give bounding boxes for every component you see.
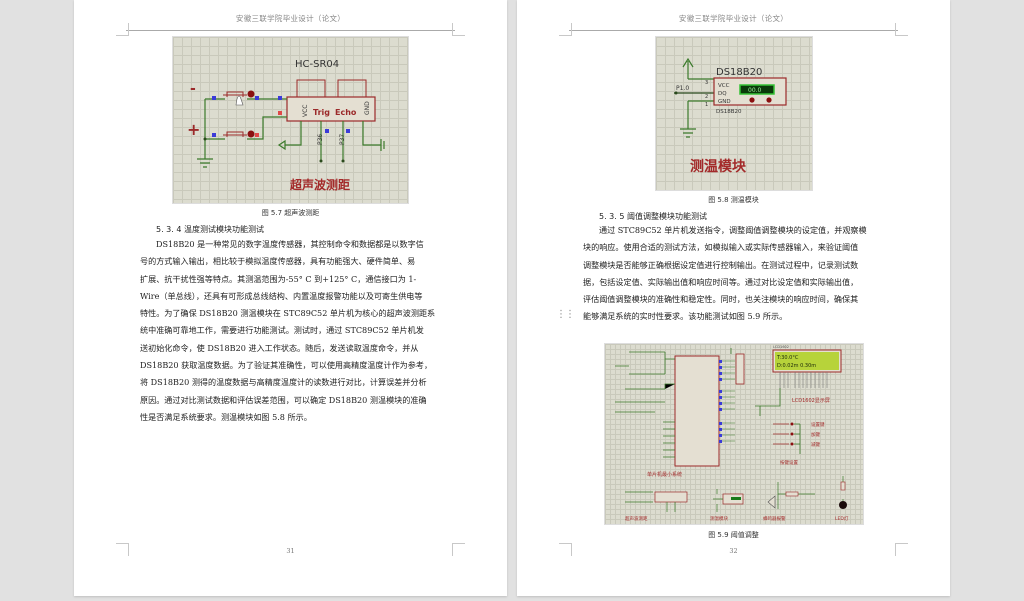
section-heading: 5. 3. 5 阈值调整模块功能测试 [599,212,707,221]
svg-text:DS18B20: DS18B20 [716,109,742,115]
drag-handle-icon[interactable]: ⋮⋮ [556,309,575,320]
svg-text:P1.0: P1.0 [676,85,689,92]
svg-text:Echo: Echo [335,108,357,117]
svg-text:加键: 加键 [811,431,820,438]
document-page-32: 安徽三联学院毕业设计（论文） P1.0 3 2 1 DS18B20 VCC DQ… [517,0,950,596]
svg-text:按键设置: 按键设置 [780,459,798,466]
svg-text:减键: 减键 [811,441,820,448]
margin-corner-mark [559,23,572,36]
margin-corner-mark [895,23,908,36]
document-page-31: 安徽三联学院毕业设计（论文） HC-SR04 VCC Trig Echo GND… [74,0,507,596]
svg-text:VCC: VCC [718,83,730,89]
svg-text:设置键: 设置键 [811,421,825,428]
figure-caption: 图 5.9 阈值调整 [708,531,759,539]
page-number: 32 [729,547,738,555]
margin-corner-mark [559,543,572,556]
page-header: 安徽三联学院毕业设计（论文） [678,14,789,23]
svg-text:VCC: VCC [302,105,309,117]
svg-text:GND: GND [718,99,731,105]
module-title: DS18B20 [716,67,762,78]
body-paragraph: DS18B20 是一种常见的数字温度传感器，其控制命令和数据都是以数字信 号的方… [140,239,436,422]
hand-cursor-icon [235,95,244,106]
margin-corner-mark [116,543,129,556]
margin-corner-mark [895,543,908,556]
header-divider [569,30,898,31]
svg-text:超声波测距: 超声波测距 [625,515,648,522]
svg-text:DQ: DQ [718,91,727,97]
figure-overlay-label: 超声波测距 [289,177,350,192]
lcd-line-2: D:0.02m 0.30m [777,363,816,369]
margin-corner-mark [116,23,129,36]
lcd-line-1: T:30.0°C [776,355,799,361]
temperature-display: 00.0 [748,87,762,94]
svg-text:3: 3 [705,80,708,86]
figure-threshold-schematic: 单片机最小系统 T:30.0°C D:0.02m 0.30m LCD1602 L… [604,343,864,525]
page-number: 31 [286,547,295,555]
module-title: HC-SR04 [295,59,339,70]
margin-corner-mark [452,543,465,556]
svg-text:LED灯: LED灯 [835,515,849,522]
svg-text:1: 1 [705,102,708,108]
header-divider [126,30,455,31]
svg-text:蜂鸣器报警: 蜂鸣器报警 [763,515,786,522]
figure-ultrasonic-schematic: HC-SR04 VCC Trig Echo GND P36 P37 - + [172,36,409,204]
svg-text:单片机最小系统: 单片机最小系统 [647,471,682,478]
margin-corner-mark [452,23,465,36]
figure-caption: 图 5.7 超声波测距 [261,209,320,217]
figure-overlay-label: 测温模块 [690,158,747,175]
svg-text:P36: P36 [317,134,324,145]
svg-text:LCD1602: LCD1602 [773,345,789,349]
figure-temperature-schematic: P1.0 3 2 1 DS18B20 VCC DQ GND 00.0 DS18B… [655,36,813,191]
svg-text:-: - [190,81,196,97]
page-header: 安徽三联学院毕业设计（论文） [235,14,346,23]
svg-text:Trig: Trig [313,108,330,117]
svg-text:P37: P37 [339,134,346,145]
svg-text:LCD1602显示屏: LCD1602显示屏 [792,398,830,404]
svg-text:+: + [187,120,200,139]
body-paragraph: 通过 STC89C52 单片机发送指令，调整阈值调整模块的设定值，并观察模 块的… [583,225,867,322]
svg-text:测温模块: 测温模块 [710,515,728,522]
figure-caption: 图 5.8 测温模块 [708,196,759,204]
svg-text:2: 2 [705,94,708,100]
section-heading: 5. 3. 4 温度测试模块功能测试 [156,225,264,234]
svg-text:GND: GND [364,101,371,115]
